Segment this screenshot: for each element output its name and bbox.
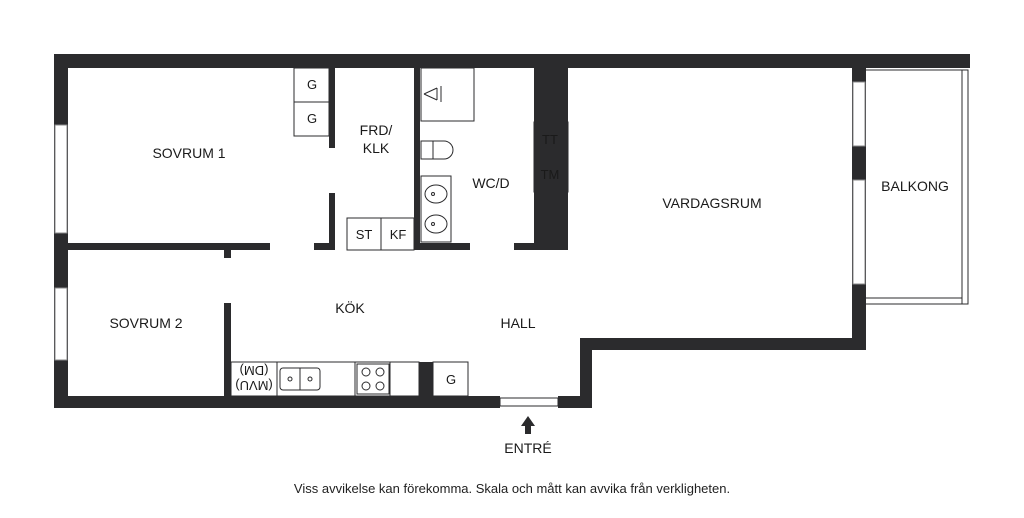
room-sovrum-1: SOVRUM 1 [152, 145, 225, 161]
room-frd-line-1: FRD/ [360, 122, 393, 138]
room-sovrum-2: SOVRUM 2 [109, 315, 182, 331]
closet-label: G [307, 111, 317, 126]
room-kok: KÖK [335, 299, 365, 316]
freezer-label: ST [356, 227, 373, 242]
toilet-icon [420, 140, 454, 160]
kitchen-sink-icon [279, 367, 321, 391]
closet-label: G [446, 372, 456, 387]
closet-g-2: G [293, 101, 330, 137]
room-hall: HALL [500, 315, 535, 331]
washer-tm: TM [533, 155, 569, 193]
entrance-door [499, 397, 559, 407]
dm-label: (DM) [240, 363, 269, 378]
dryer-label: TT [542, 132, 558, 147]
windows [54, 81, 866, 361]
disclaimer-text: Viss avvikelse kan förekomma. Skala och … [293, 481, 731, 496]
room-frd-line-2: KLK [363, 140, 390, 156]
room-vardagsrum: VARDAGSRUM [662, 195, 761, 211]
mvu-label: (MVU) [235, 378, 273, 393]
hall-wardrobe: G [419, 361, 469, 397]
washer-label: TM [541, 167, 560, 182]
upside-down-labels: (MVU) (DM) [235, 363, 273, 393]
balcony [866, 69, 969, 305]
interior-walls [68, 68, 568, 396]
entrance-arrow-icon [521, 416, 535, 434]
stove-icon [356, 363, 390, 395]
room-wcd: WC/D [472, 175, 509, 191]
fridge-label: KF [390, 227, 407, 242]
freezer-st: ST [346, 217, 382, 251]
room-balkong: BALKONG [881, 178, 949, 194]
outer-walls [54, 54, 970, 408]
double-sink-icon [420, 175, 452, 243]
closet-g-1: G [293, 67, 330, 103]
closet-label: G [307, 77, 317, 92]
fridge-kf: KF [380, 217, 415, 251]
entrance-label: ENTRÉ [504, 440, 551, 456]
shower-icon [420, 67, 475, 122]
